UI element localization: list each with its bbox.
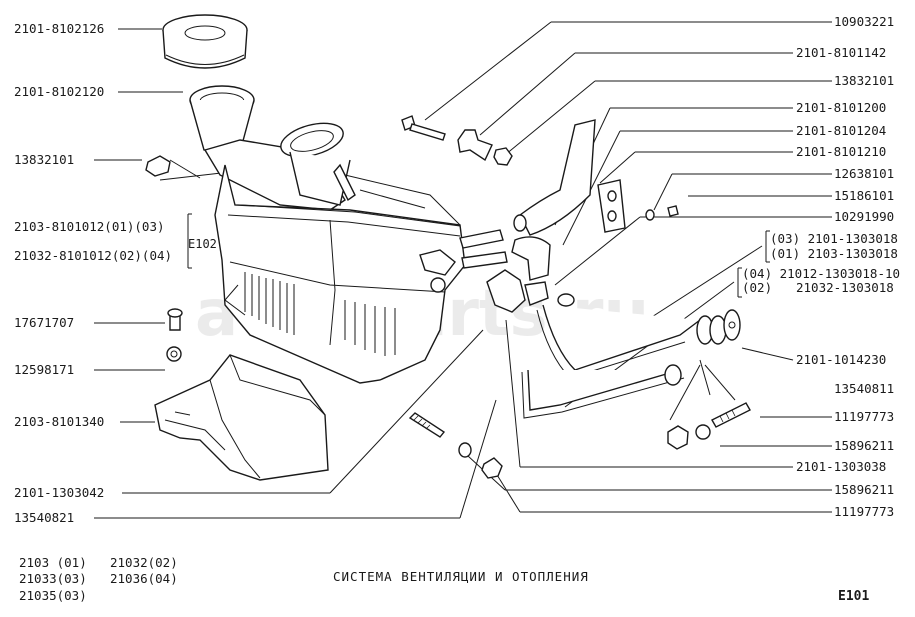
label-2103-8101012: 2103-8101012(01)(03) xyxy=(14,219,165,234)
label-02: (02) xyxy=(742,280,772,295)
models-21035: 21035(03) xyxy=(19,588,87,603)
seal-ring-part xyxy=(162,14,248,69)
heater-tap-part xyxy=(486,269,741,419)
label-2101-1303042: 2101-1303042 xyxy=(14,485,104,500)
label-15896211-bottom: 15896211 xyxy=(834,482,894,497)
footer: 2103 (01) 21033(03) 21035(03) 21032(02) … xyxy=(19,555,869,604)
left-hardware xyxy=(145,155,183,362)
label-2101-1303038: 2101-1303038 xyxy=(796,459,886,474)
hoses-part xyxy=(511,119,596,281)
models-21033: 21033(03) xyxy=(19,571,87,586)
label-2101-8101142: 2101-8101142 xyxy=(796,45,886,60)
label-13832101-right: 13832101 xyxy=(834,73,894,88)
diagram-title: СИСТЕМА ВЕНТИЛЯЦИИ И ОТОПЛЕНИЯ xyxy=(333,569,589,584)
label-11197773-right: 11197773 xyxy=(834,409,894,424)
label-13832101-left: 13832101 xyxy=(14,152,74,167)
label-21012-1303018-10: (04) 21012-1303018-10 xyxy=(742,266,900,281)
label-2101-1303018: (03) 2101-1303018 xyxy=(770,231,898,246)
label-13540811: 13540811 xyxy=(834,381,894,396)
label-10291990: 10291990 xyxy=(834,209,894,224)
models-21036: 21036(04) xyxy=(110,571,178,586)
bottom-cover-part xyxy=(154,354,329,481)
right-callouts: 10903221 2101-8101142 13832101 2101-8101… xyxy=(424,14,900,519)
label-21032-8101012: 21032-8101012(02)(04) xyxy=(14,248,172,263)
models-2103: 2103 (01) xyxy=(19,555,87,570)
label-11197773-bottom: 11197773 xyxy=(834,504,894,519)
label-17671707: 17671707 xyxy=(14,315,74,330)
clamp-hardware xyxy=(401,115,513,166)
label-2101-8101210: 2101-8101210 xyxy=(796,144,886,159)
label-10903221: 10903221 xyxy=(834,14,894,29)
label-2101-8101200: 2101-8101200 xyxy=(796,100,886,115)
bottom-right-hardware xyxy=(667,364,751,450)
left-callouts: 2101-8102126 2101-8102120 13832101 2103-… xyxy=(14,21,497,525)
label-2101-8101204: 2101-8101204 xyxy=(796,123,886,138)
label-13540821: 13540821 xyxy=(14,510,74,525)
label-21032-1303018: 21032-1303018 xyxy=(796,280,894,295)
heater-box-part xyxy=(214,164,508,384)
grommet-plate xyxy=(597,179,679,233)
label-2103-1303018: (01) 2103-1303018 xyxy=(770,246,898,261)
label-15896211-right: 15896211 xyxy=(834,438,894,453)
stud-part xyxy=(408,412,503,479)
label-2101-1014230: 2101-1014230 xyxy=(796,352,886,367)
heater-assembly-drawing xyxy=(145,14,751,481)
label-15186101: 15186101 xyxy=(834,188,894,203)
label-12598171: 12598171 xyxy=(14,362,74,377)
label-e102: E102 xyxy=(188,237,217,251)
label-2101-8102126: 2101-8102126 xyxy=(14,21,104,36)
air-duct-part xyxy=(189,85,356,211)
label-2103-8101340: 2103-8101340 xyxy=(14,414,104,429)
models-21032: 21032(02) xyxy=(110,555,178,570)
page-code: E101 xyxy=(838,589,869,604)
label-12638101: 12638101 xyxy=(834,166,894,181)
label-2101-8102120: 2101-8102120 xyxy=(14,84,104,99)
